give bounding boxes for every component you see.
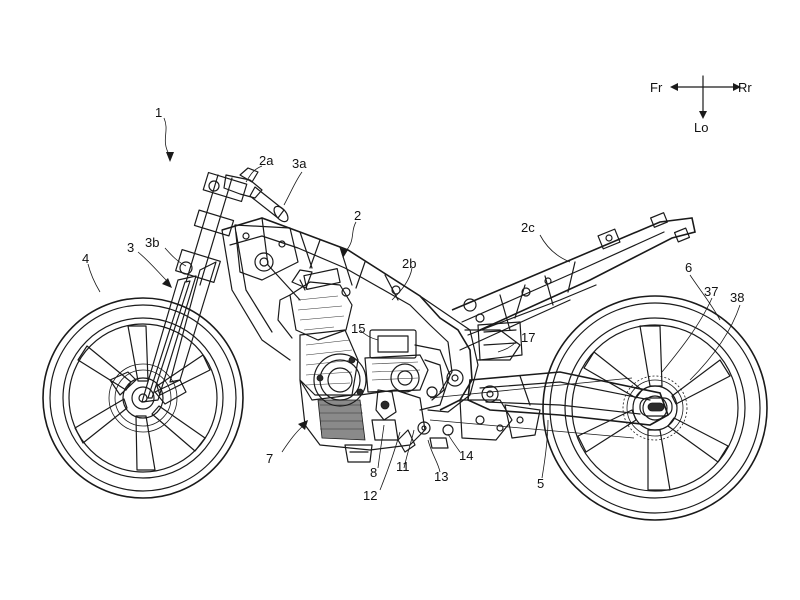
label-7: 7	[266, 451, 273, 466]
handlebar	[223, 167, 289, 223]
rear-direction-label: Rr	[738, 80, 752, 95]
label-1: 1	[155, 105, 162, 120]
label-13: 13	[434, 469, 448, 484]
label-17: 17	[521, 330, 535, 345]
front-wheel	[42, 297, 244, 499]
label-12: 12	[363, 488, 377, 503]
rear-subframe	[451, 212, 696, 361]
leader-lines	[87, 117, 741, 491]
label-3: 3	[127, 240, 134, 255]
label-3b: 3b	[145, 235, 159, 250]
front-wheel-spokes	[74, 325, 211, 471]
reference-numerals: 1 2a 3a 2 2b 2c 3 3b 4 6 37 38 15 17 7 8…	[82, 105, 744, 503]
label-15: 15	[351, 321, 365, 336]
rear-wheel-spokes	[577, 325, 731, 491]
label-6: 6	[685, 260, 692, 275]
label-2b: 2b	[402, 256, 416, 271]
label-11: 11	[396, 459, 410, 474]
engine	[277, 268, 454, 463]
label-8: 8	[370, 465, 377, 480]
front-fork	[141, 171, 248, 403]
direction-indicator: Fr Rr Lo	[650, 75, 752, 135]
label-37: 37	[704, 284, 718, 299]
label-38: 38	[730, 290, 744, 305]
label-2: 2	[354, 208, 361, 223]
front-direction-label: Fr	[650, 80, 663, 95]
rear-wheel	[429, 295, 768, 521]
lower-direction-label: Lo	[694, 120, 708, 135]
main-frame	[221, 217, 521, 413]
label-2a: 2a	[259, 153, 274, 168]
label-4: 4	[82, 251, 89, 266]
label-5: 5	[537, 476, 544, 491]
label-3a: 3a	[292, 156, 307, 171]
label-14: 14	[459, 448, 473, 463]
label-2c: 2c	[521, 220, 535, 235]
swingarm	[459, 371, 673, 441]
